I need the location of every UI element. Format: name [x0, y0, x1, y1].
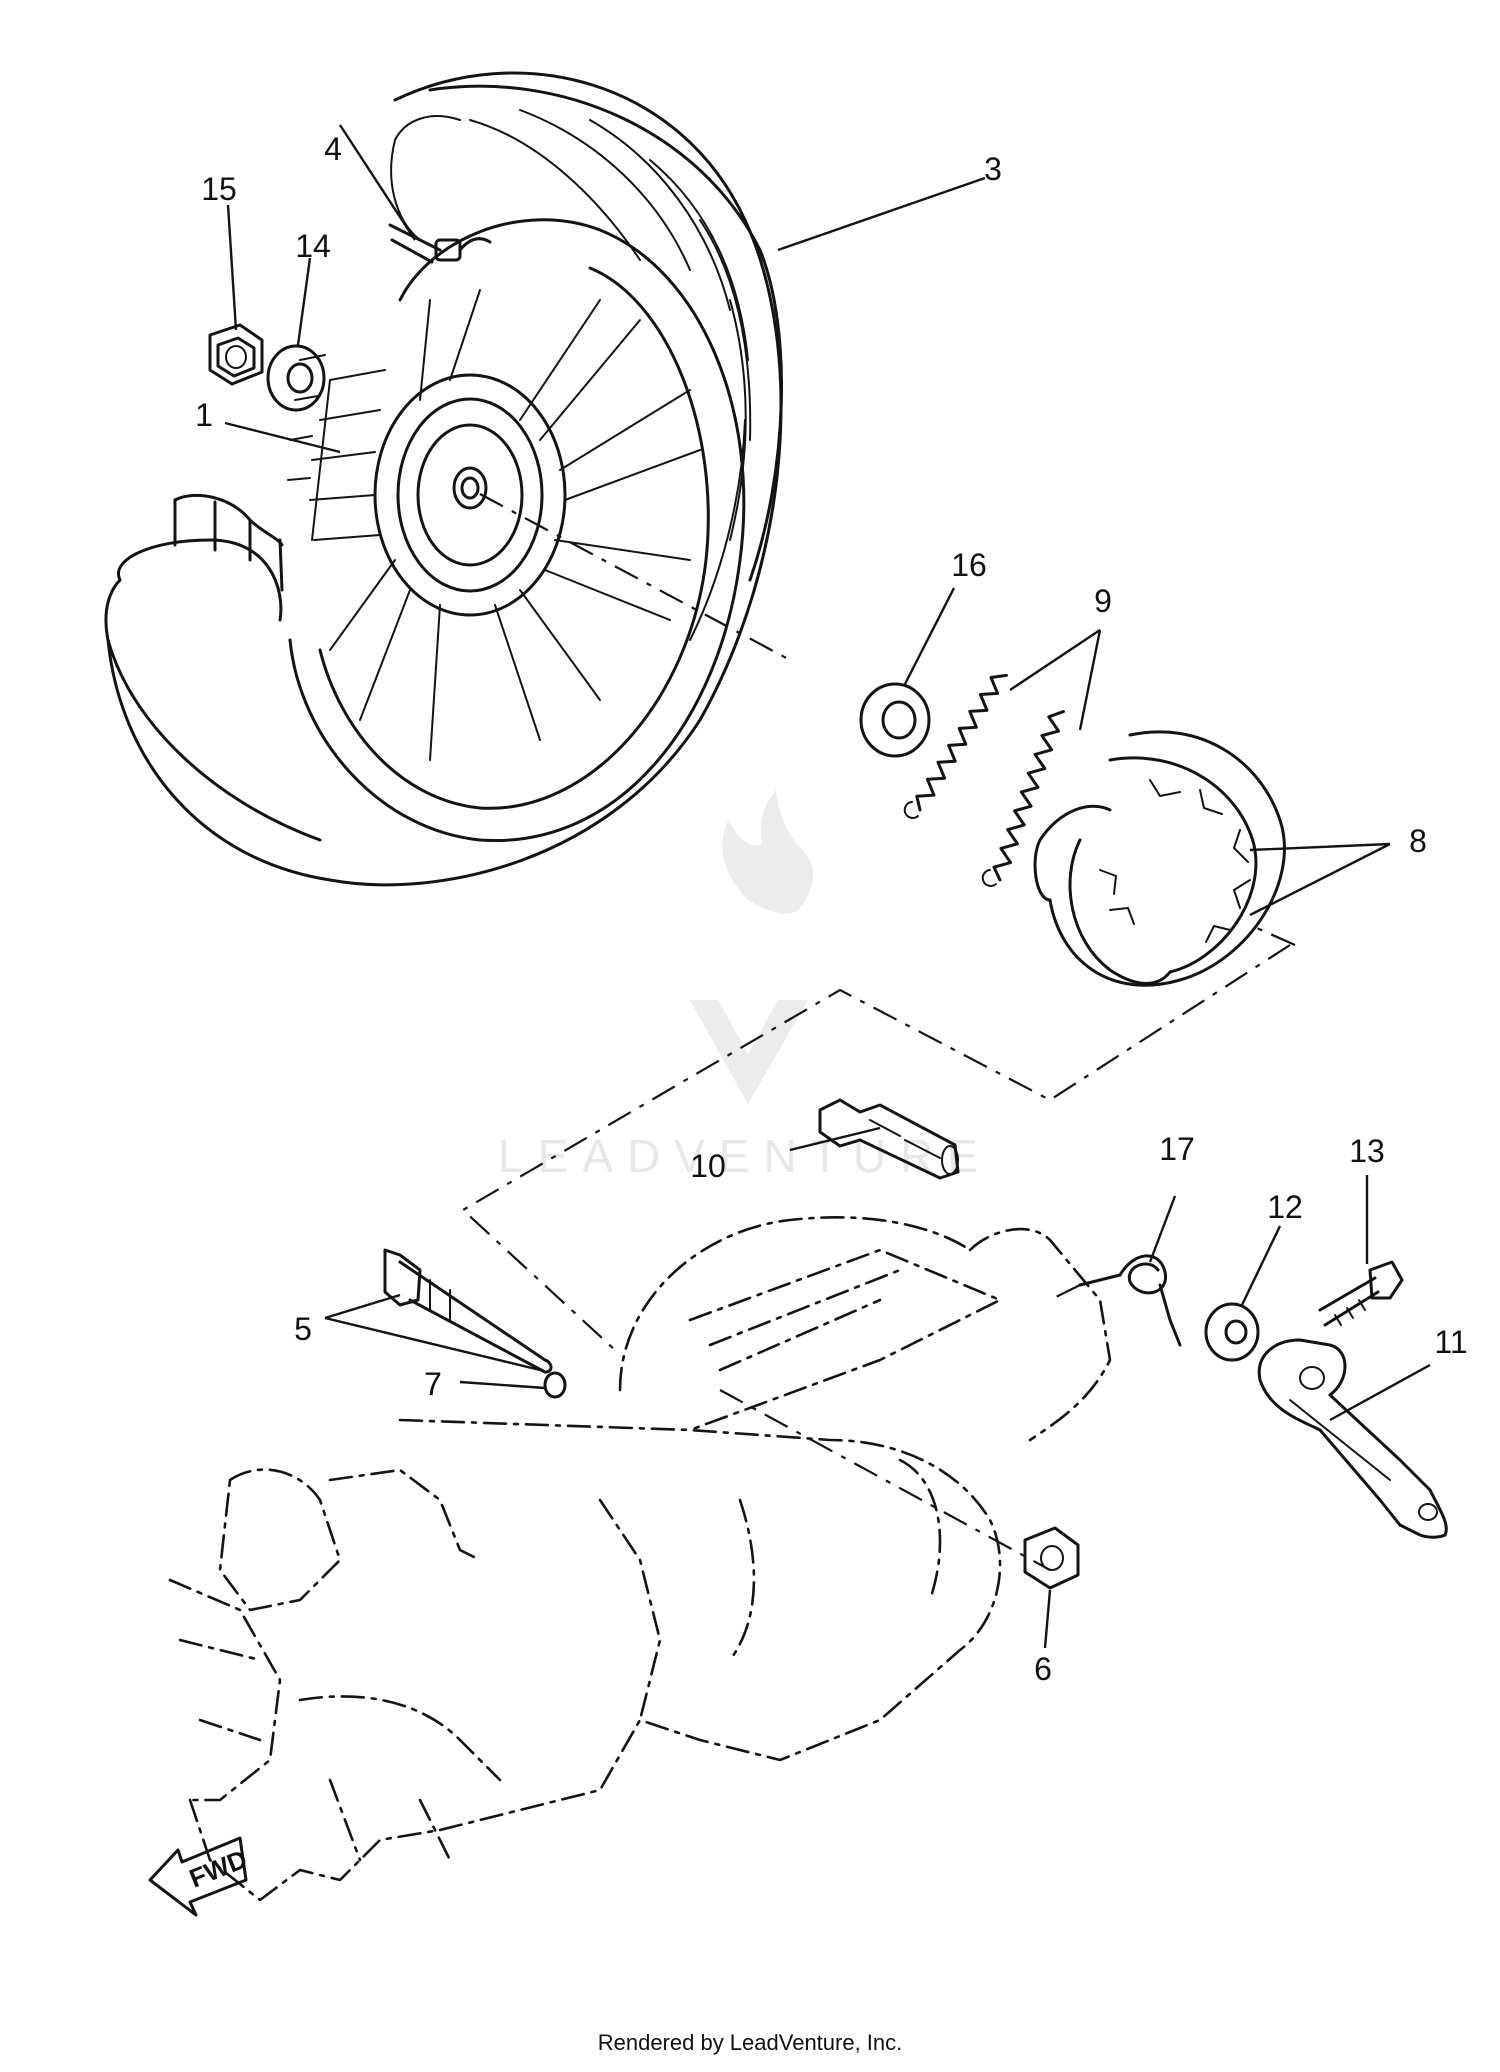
nut-6 — [1023, 1526, 1080, 1590]
wheel-assembly — [104, 71, 791, 887]
brake-shoes-8 — [1033, 730, 1286, 987]
callout-labels: 1 3 4 5 6 7 8 9 10 11 12 13 14 15 16 17 — [195, 131, 1468, 1687]
callout-4: 4 — [324, 131, 342, 167]
circlip-7 — [543, 1371, 567, 1399]
callout-5: 5 — [294, 1311, 312, 1347]
washer-12 — [1204, 1302, 1260, 1362]
callout-12: 12 — [1267, 1189, 1303, 1225]
cam-lever-11 — [1257, 1338, 1448, 1539]
callout-11: 11 — [1434, 1324, 1467, 1360]
callout-15: 15 — [201, 171, 237, 207]
callout-17: 17 — [1159, 1131, 1195, 1167]
washer-14 — [266, 344, 326, 412]
assembly-outline — [461, 923, 1296, 1351]
springs-9 — [903, 673, 1065, 887]
callout-16: 16 — [951, 547, 987, 583]
watermark-logo — [690, 790, 814, 1104]
callout-6: 6 — [1034, 1651, 1052, 1687]
oil-seal-16 — [859, 682, 931, 758]
callout-13: 13 — [1349, 1133, 1385, 1169]
torsion-spring-17 — [1049, 1254, 1182, 1347]
camshaft-10 — [818, 1098, 960, 1180]
watermark-text: LEADVENTURE — [498, 1130, 992, 1182]
axle-center-line — [719, 1389, 1051, 1571]
leader-lines — [224, 124, 1431, 1649]
callout-9: 9 — [1094, 583, 1112, 619]
callout-3: 3 — [984, 151, 1002, 187]
footer-credit: Rendered by LeadVenture, Inc. — [597, 2030, 903, 2055]
nut-15 — [208, 323, 264, 386]
callout-10: 10 — [690, 1148, 726, 1184]
callout-1: 1 — [195, 397, 213, 433]
callout-7: 7 — [424, 1366, 442, 1402]
watermark: LEADVENTURE — [498, 790, 992, 1182]
fwd-arrow-icon: FWD — [148, 1836, 251, 1917]
callout-8: 8 — [1409, 823, 1427, 859]
crankcase-ghost — [168, 1216, 1112, 1902]
bolt-13 — [1318, 1260, 1404, 1327]
axle-5 — [383, 1248, 553, 1374]
callout-14: 14 — [295, 228, 331, 264]
